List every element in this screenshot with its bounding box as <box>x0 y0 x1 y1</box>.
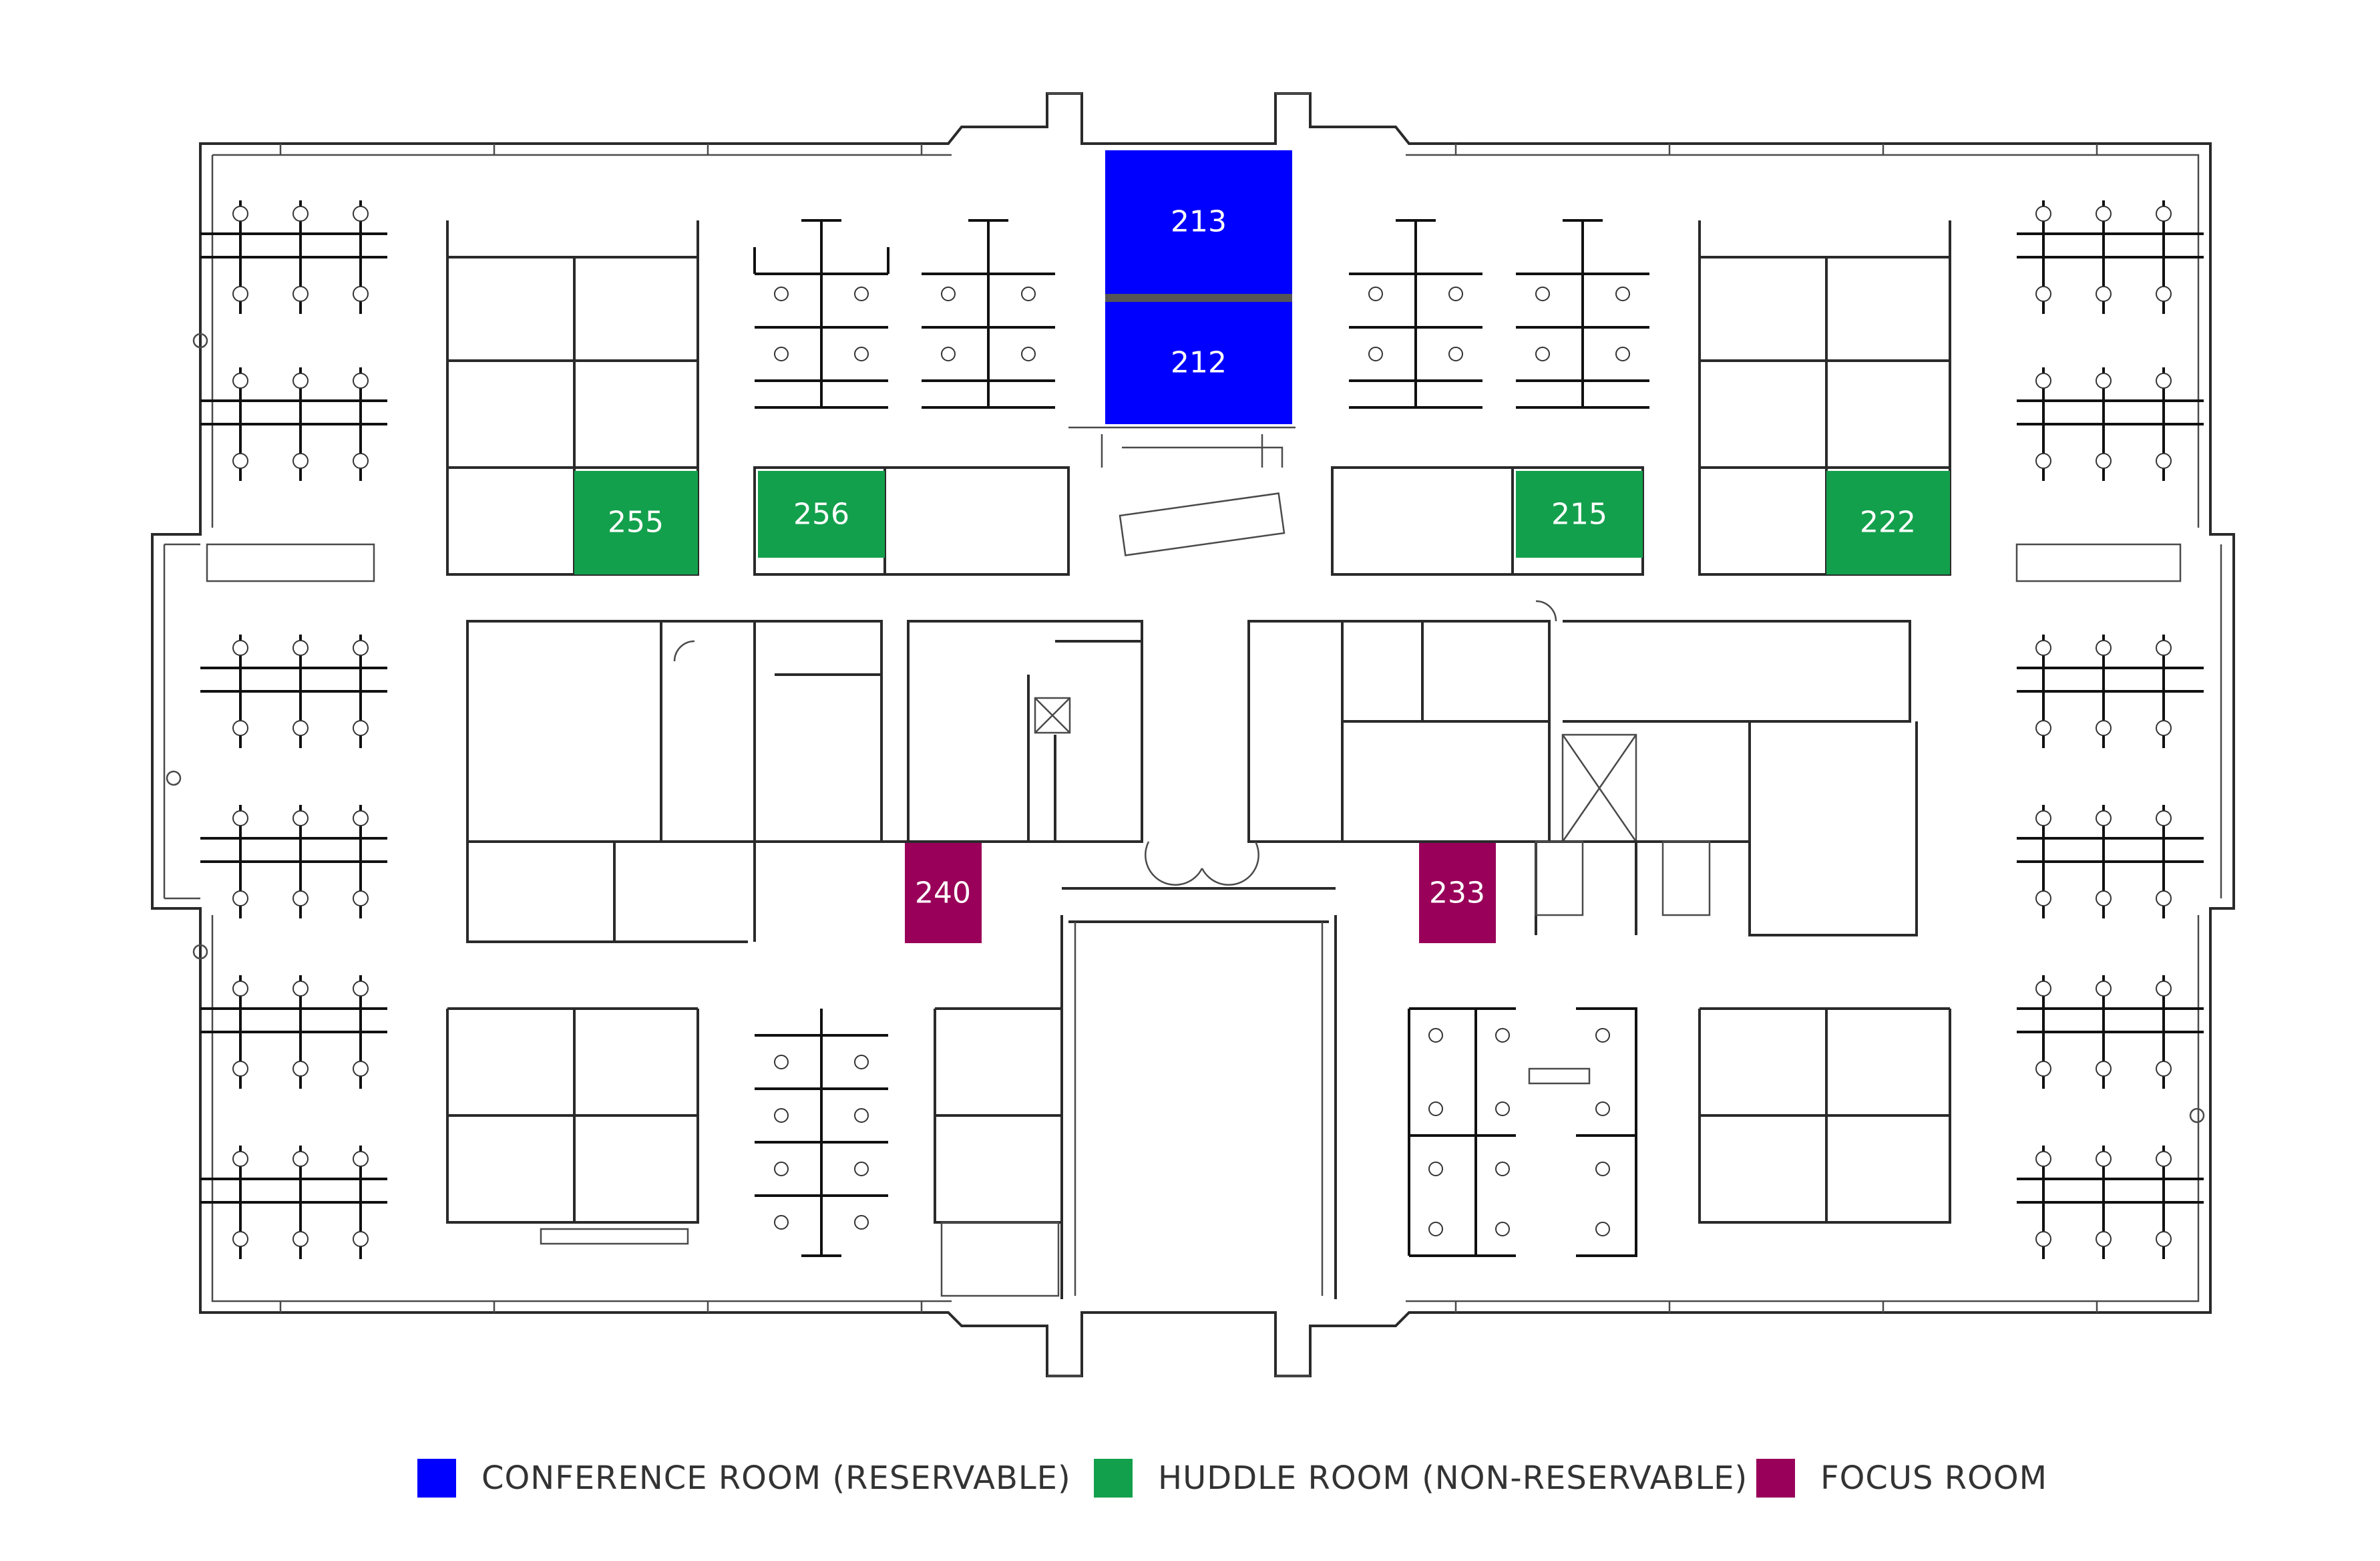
legend-swatch-focus <box>1756 1459 1795 1498</box>
conference-divider <box>1105 294 1292 302</box>
huddle-room-222[interactable]: 222 <box>1826 471 1950 574</box>
workstations-right <box>2017 200 2204 1259</box>
room-number-222: 222 <box>1860 506 1916 540</box>
legend-label-conference: CONFERENCE ROOM (RESERVABLE) <box>481 1459 1071 1497</box>
huddle-room-255[interactable]: 255 <box>574 471 698 574</box>
room-number-215: 215 <box>1551 498 1607 532</box>
room-number-213: 213 <box>1171 205 1227 239</box>
room-number-256: 256 <box>793 498 849 532</box>
room-number-233: 233 <box>1429 876 1485 910</box>
workstations-left <box>200 200 387 1259</box>
interior-walls <box>206 220 2182 1299</box>
legend-conference: CONFERENCE ROOM (RESERVABLE) <box>417 1455 1071 1502</box>
room-number-212: 212 <box>1171 346 1227 380</box>
legend: CONFERENCE ROOM (RESERVABLE) HUDDLE ROOM… <box>0 1455 2380 1502</box>
legend-swatch-conference <box>417 1459 456 1498</box>
room-number-255: 255 <box>608 506 664 540</box>
conference-room-213[interactable]: 213 <box>1105 150 1292 294</box>
legend-swatch-huddle <box>1094 1459 1133 1498</box>
conference-room-212[interactable]: 212 <box>1105 302 1292 424</box>
focus-room-233[interactable]: 233 <box>1419 843 1496 943</box>
room-number-240: 240 <box>915 876 971 910</box>
legend-huddle: HUDDLE ROOM (NON-RESERVABLE) <box>1094 1455 1748 1502</box>
workstations-inner <box>753 219 1649 1257</box>
legend-label-focus: FOCUS ROOM <box>1820 1459 2048 1497</box>
focus-room-240[interactable]: 240 <box>905 843 982 943</box>
legend-focus: FOCUS ROOM <box>1756 1455 2047 1502</box>
legend-label-huddle: HUDDLE ROOM (NON-RESERVABLE) <box>1158 1459 1748 1497</box>
huddle-room-215[interactable]: 215 <box>1516 471 1643 558</box>
building-outline <box>151 92 2235 1377</box>
huddle-room-256[interactable]: 256 <box>758 471 885 558</box>
